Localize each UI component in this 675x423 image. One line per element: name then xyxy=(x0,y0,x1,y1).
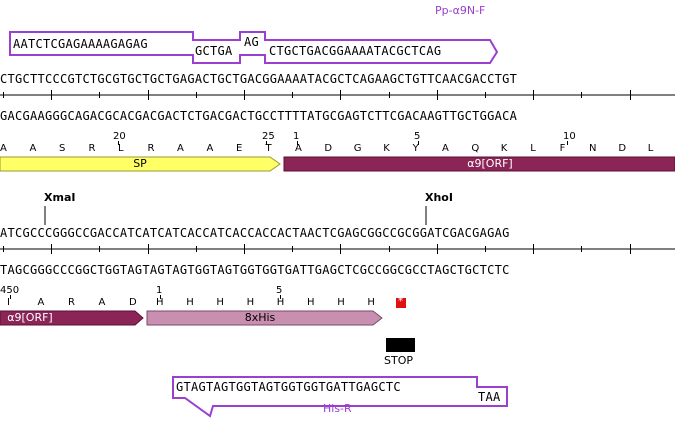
forward-primer-outline[interactable] xyxy=(9,31,499,64)
amino-acid-letter: H xyxy=(246,297,255,308)
amino-acid-letter: A xyxy=(442,143,449,154)
row1-aa-ticks xyxy=(118,141,568,145)
reverse-primer-seq-1: GTAGTAGTGGTAGTGGTGGTGATTGAGCTC xyxy=(176,380,401,394)
amino-acid-letter: N xyxy=(589,143,597,154)
reverse-primer-outline[interactable] xyxy=(172,376,508,418)
amino-acid-letter: H xyxy=(216,297,224,308)
reverse-primer-seq-2: TAA xyxy=(478,390,501,404)
amino-acid-letter: R xyxy=(147,143,155,154)
stop-label: STOP xyxy=(384,354,413,367)
amino-acid-letter: H xyxy=(276,297,285,308)
orf-feature-label-row2: α9[ORF] xyxy=(7,311,53,324)
reverse-primer-name[interactable]: His-R xyxy=(323,402,352,415)
sp-feature-arrow[interactable] xyxy=(0,156,281,172)
amino-acid-letter: H xyxy=(186,297,194,308)
forward-primer-seq-3: CTGCTGACGGAAAATACGCTCAG xyxy=(269,44,442,58)
amino-acid-letter: L xyxy=(647,143,654,154)
row2-bottom-strand[interactable]: TAGCGGGCCCGGCTGGTAGTAGTAGTGGTAGTGGTGGTGA… xyxy=(0,263,510,277)
amino-acid-letter: L xyxy=(530,143,536,154)
amino-acid-letter: K xyxy=(500,143,508,154)
row2-number-450: 450 xyxy=(0,285,20,296)
stop-block[interactable] xyxy=(386,338,415,352)
orf-feature-label-row1: α9[ORF] xyxy=(467,157,513,170)
his-tag-feature-label: 8xHis xyxy=(244,311,276,324)
amino-acid-letter: H xyxy=(156,297,164,308)
amino-acid-letter: T xyxy=(265,143,272,154)
amino-acid-letter: A xyxy=(98,297,106,308)
amino-acid-letter: G xyxy=(353,143,362,154)
amino-acid-letter: D xyxy=(129,297,137,308)
amino-acid-letter: S xyxy=(59,143,66,154)
row2-number-5: 5 xyxy=(276,285,283,296)
row1-bottom-strand[interactable]: GACGAAGGGCAGACGCACGACGACTCTGACGACTGCCTTT… xyxy=(0,109,518,123)
amino-acid-letter: D xyxy=(618,143,627,154)
row1-sp-number-20: 20 xyxy=(113,131,126,142)
amino-acid-letter: A xyxy=(177,143,184,154)
amino-acid-letter: A xyxy=(37,297,45,308)
amino-acid-letter: R xyxy=(68,297,75,308)
amino-acid-letter: Y xyxy=(412,143,419,154)
row1-top-strand[interactable]: CTGCTTCCCGTCTGCGTGCTGCTGAGACTGCTGACGGAAA… xyxy=(0,72,518,86)
amino-acid-letter: R xyxy=(88,143,96,154)
xmai-site-label[interactable]: XmaI xyxy=(44,191,76,204)
orf-feature-arrow[interactable] xyxy=(0,310,144,326)
amino-acid-letter: L xyxy=(118,143,124,154)
forward-primer-name[interactable]: Pp-α9N-F xyxy=(435,4,486,17)
amino-acid-letter: H xyxy=(367,297,375,308)
stop-symbol: * xyxy=(398,296,403,307)
row2-ruler-ticks xyxy=(3,244,631,254)
row1-orf-number-1: 1 xyxy=(293,131,300,142)
amino-acid-letter: Q xyxy=(471,143,480,154)
amino-acid-letter: A xyxy=(29,143,37,154)
forward-primer-seq-1: AATCTCGAGAAAAGAGAG xyxy=(13,37,148,51)
stop-codon-marker[interactable] xyxy=(396,298,406,308)
his-tag-feature-arrow[interactable] xyxy=(146,310,383,326)
row1-orf-number-5: 5 xyxy=(414,131,421,142)
sp-feature-label: SP xyxy=(133,157,147,170)
row2-top-strand[interactable]: ATCGCCCGGGCCGACCATCATCATCACCATCACCACCACT… xyxy=(0,226,510,240)
amino-acid-letter: K xyxy=(383,143,390,154)
amino-acid-letter: E xyxy=(236,143,243,154)
forward-primer-seq-2: GCTGA xyxy=(195,44,233,58)
row1-sp-number-25: 25 xyxy=(262,131,275,142)
orf-feature-bar[interactable] xyxy=(283,156,675,172)
forward-primer-seq-raised: AG xyxy=(244,35,259,49)
amino-acid-letter: A xyxy=(206,143,214,154)
amino-acid-letter: F xyxy=(559,143,566,154)
amino-acid-letter: H xyxy=(337,297,345,308)
row1-orf-number-10: 10 xyxy=(563,131,576,142)
amino-acid-letter: D xyxy=(324,143,333,154)
xhoi-site-label[interactable]: XhoI xyxy=(425,191,453,204)
amino-acid-letter: I xyxy=(7,297,10,308)
amino-acid-letter: A xyxy=(295,143,302,154)
row1-ruler-ticks xyxy=(3,90,631,100)
amino-acid-letter: H xyxy=(307,297,315,308)
row2-number-1: 1 xyxy=(156,285,163,296)
row2-aa-ticks xyxy=(10,295,281,299)
amino-acid-letter: A xyxy=(0,143,7,154)
